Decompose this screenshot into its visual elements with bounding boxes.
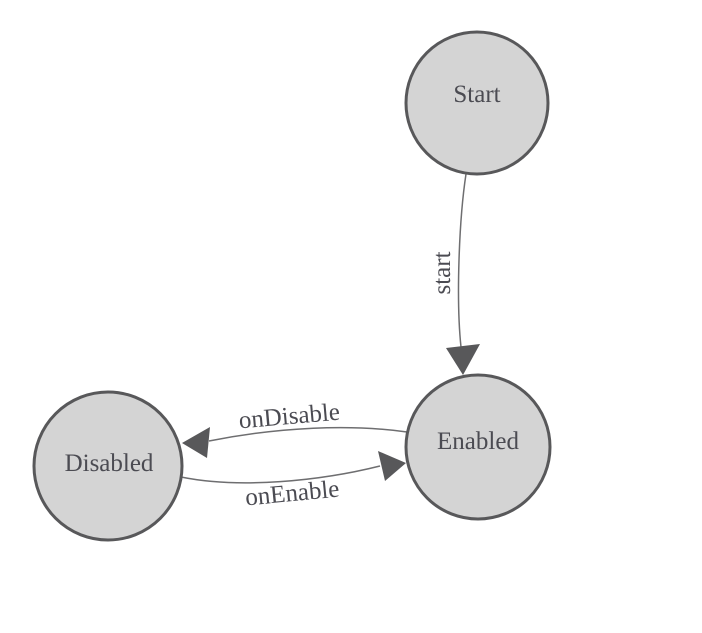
state-circle-start[interactable] [404, 30, 550, 176]
state-node-start[interactable]: Start [404, 30, 550, 176]
state-label-enabled: Enabled [437, 428, 519, 455]
edge-label-start: start [429, 251, 456, 294]
arrowhead-icon [182, 427, 210, 458]
state-label-disabled: Disabled [65, 450, 154, 477]
state-label-start: Start [453, 81, 500, 108]
state-node-disabled[interactable]: Disabled [32, 390, 184, 542]
arrowhead-icon [446, 344, 480, 375]
edge-line-ondisable[interactable] [208, 426, 408, 442]
state-circle-enabled[interactable] [404, 373, 552, 521]
state-circle-disabled[interactable] [32, 390, 184, 542]
edge-disabled-to-enabled: onEnable [180, 451, 406, 511]
edge-line-start[interactable] [457, 173, 467, 348]
state-node-enabled[interactable]: Enabled [404, 373, 552, 521]
edge-start-to-enabled: start [429, 173, 480, 375]
arrowhead-icon [378, 451, 406, 481]
edge-line-onenable[interactable] [180, 465, 381, 484]
